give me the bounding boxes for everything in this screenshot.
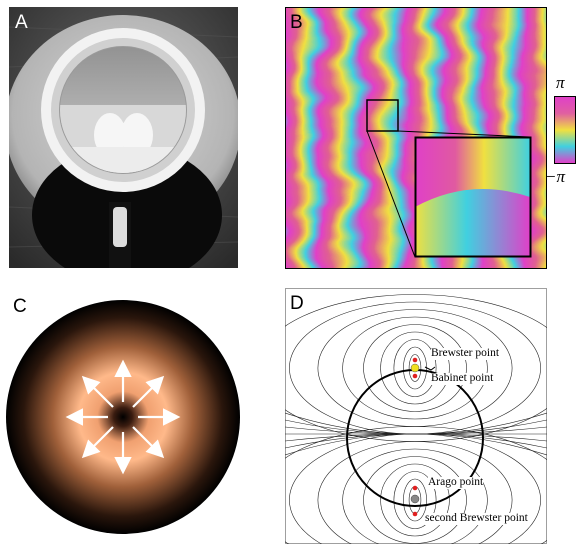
babinet-point-marker [410,363,420,373]
second-brewster-point-marker [412,511,418,517]
colorbar-gradient [554,96,576,164]
sun-marker-upper [412,373,418,379]
neutral-points-diagram [256,288,574,549]
field-line [393,339,437,397]
brewster-point-label: Brewster point [431,347,500,360]
field-line [380,331,450,405]
field-line [284,412,548,435]
panel-a-label: A [15,12,28,33]
arago-point-label: Arago point [428,476,484,489]
zoom-inset [414,136,532,258]
panel-d: D Brewster point Babinet point Arago poi… [256,288,574,549]
field-line [317,441,513,549]
colorbar-min-label: −π [545,167,565,186]
panel-c-label: C [13,296,27,317]
babinet-point-label: Babinet point [431,372,494,385]
field-line [363,456,467,544]
field-line [342,448,488,549]
panel-d-label: D [290,293,304,314]
panel-b: B [255,0,577,299]
polarization-arrows [65,359,181,475]
panel-a: A [5,7,241,285]
field-line [342,316,488,420]
arago-point-marker [410,494,420,504]
radial-polarization-plot [6,300,240,534]
second-brewster-point-label: second Brewster point [425,512,528,525]
arago-marker-red [412,485,418,491]
colorbar: π −π [545,74,579,190]
panel-a-photo [5,7,241,285]
field-line [403,478,427,522]
zoom-box [366,99,399,132]
panel-b-label: B [290,12,303,33]
panel-c: C [3,292,243,542]
field-line [408,354,422,382]
brewster-point-marker [412,357,418,363]
field-line [363,324,467,412]
colorbar-max-label: π [556,73,565,92]
phase-map [255,0,577,299]
field-line [393,471,437,529]
field-line [380,463,450,537]
